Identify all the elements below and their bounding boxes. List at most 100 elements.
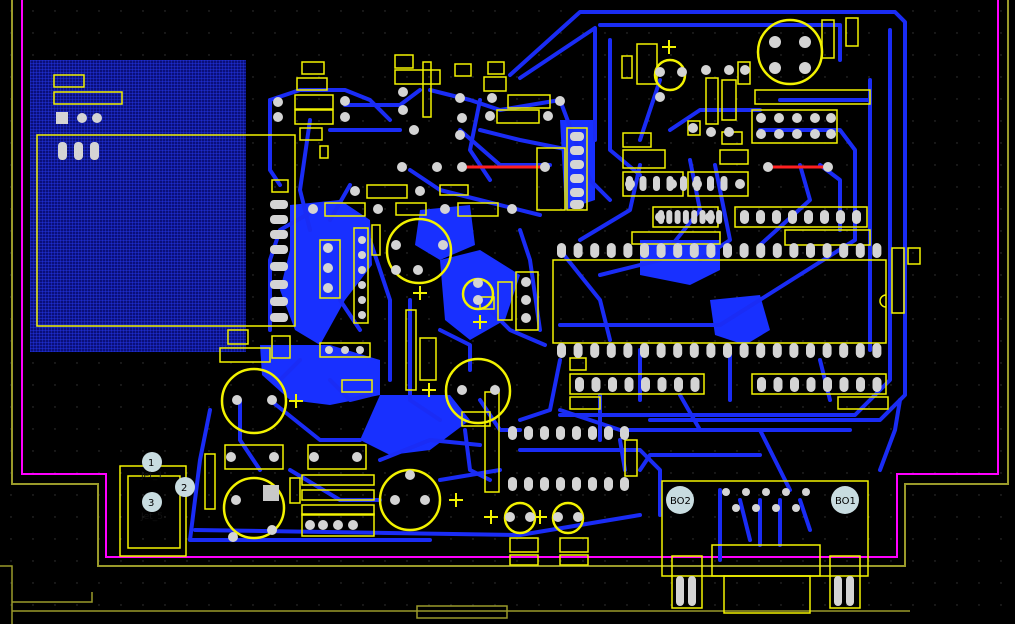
ic-pin-pad [872,377,882,392]
shield-mesh-area [30,60,246,352]
ic-pin-pad [790,377,799,392]
ic-pin-pad [707,210,714,224]
ic-pin-pad [806,243,815,258]
ic-pin-pad [556,477,565,491]
ic-pin-pad [673,243,683,258]
ic-pin-pad [606,243,616,258]
ic-pin-pad [653,176,660,191]
ic-pin-pad [852,210,861,224]
board-outline [21,0,999,558]
ic-pin-pad [839,243,849,258]
ic-pin-pad [839,377,849,392]
ic-pin-pad [556,426,565,440]
ic-pin-pad [723,343,732,358]
ic-pin-pad [706,243,716,258]
ic-pin-pad [756,210,765,224]
ic-pin-pad [674,210,681,224]
silkscreen-labels: 1 2 3 Jet_1 Jet_5 BO2 BO1 [140,458,856,522]
ic-pin-pad [855,243,865,258]
ic-pin-pad [508,477,517,491]
ic-pin-pad [855,343,865,358]
mount-label-3: 3 [148,498,154,509]
jet-lower-label: Jet_5 [140,512,163,522]
ic-pin-pad [540,477,549,491]
ic-pin-pad [572,426,581,440]
ic-pin-pad [693,176,701,191]
ic-pin-pad [604,477,613,491]
ic-pin-pad [740,210,749,224]
bottom-traces [188,10,907,562]
ic-pin-pad [573,343,583,358]
ic-pin-pad [690,377,700,392]
ic-pin-pad [756,343,766,358]
ic-pin-pad [823,377,832,392]
ic-pin-pad [836,210,845,224]
ic-pin-pad [656,343,666,358]
ic-pin-pad [872,343,882,358]
ic-pin-pad [772,343,782,358]
ic-pin-pad [640,343,649,358]
ic-pin-pad [620,477,629,491]
ic-pin-pad [806,343,815,358]
ic-pin-pad [604,426,613,440]
ic-pin-pads [508,176,882,491]
mount-label-1: 1 [148,458,154,469]
ic-pin-pad [620,426,629,440]
ic-pin-pad [656,243,666,258]
bo2-label: BO2 [670,496,691,507]
ic-pin-pad [540,426,549,440]
ic-pin-pad [641,377,650,392]
ic-pin-pad [557,343,566,358]
ic-pin-pad [706,343,716,358]
ic-pin-pad [820,210,829,224]
ic-pin-pad [804,210,813,224]
ic-pin-pad [573,243,583,258]
dimension-lines [0,565,910,624]
ic-pin-pad [691,210,698,224]
ic-pin-pad [640,243,649,258]
polarity-plus-icon [289,40,676,524]
ic-pin-pad [872,243,882,258]
ic-pin-pad [739,243,749,258]
ic-pin-pad [772,243,782,258]
ic-pin-pad [839,343,849,358]
ic-pin-pad [822,243,832,258]
ic-pin-pad [524,477,533,491]
ic-pin-pad [680,176,687,191]
ic-pin-pad [788,210,797,224]
ic-pin-pad [508,426,517,440]
ic-pin-pad [575,377,584,392]
ic-pin-pad [789,343,799,358]
ic-pin-pad [639,176,647,191]
ic-pin-pad [524,426,533,440]
ic-pin-pad [856,377,865,392]
bo1-label: BO1 [835,496,856,507]
ic-pin-pad [608,377,617,392]
ic-pin-pad [557,243,566,258]
ic-pin-pad [588,426,597,440]
ic-pin-pad [682,210,689,224]
ic-pin-pad [716,210,723,224]
ic-pin-pad [806,377,816,392]
mount-label-2: 2 [181,483,187,494]
ic-pin-pad [624,377,634,392]
ic-pin-pad [590,243,600,258]
keepout-outline [11,0,1009,567]
ic-pin-pad [572,477,581,491]
ic-pin-pad [606,343,616,358]
ic-pin-pad [772,210,781,224]
ic-pin-pad [657,377,667,392]
ic-pin-pad [723,243,732,258]
ic-pin-pad [707,176,714,191]
ic-pin-pad [757,377,766,392]
ic-pin-pad [623,343,633,358]
ic-pin-pad [658,210,664,224]
ic-pin-pad [674,377,683,392]
ic-pin-pad [822,343,832,358]
ic-pin-pad [739,343,749,358]
ic-pin-pad [720,176,728,191]
ic-pin-pad [666,210,673,224]
jet-upper-label: Jet_1 [140,471,163,481]
ic-pin-pad [773,377,783,392]
